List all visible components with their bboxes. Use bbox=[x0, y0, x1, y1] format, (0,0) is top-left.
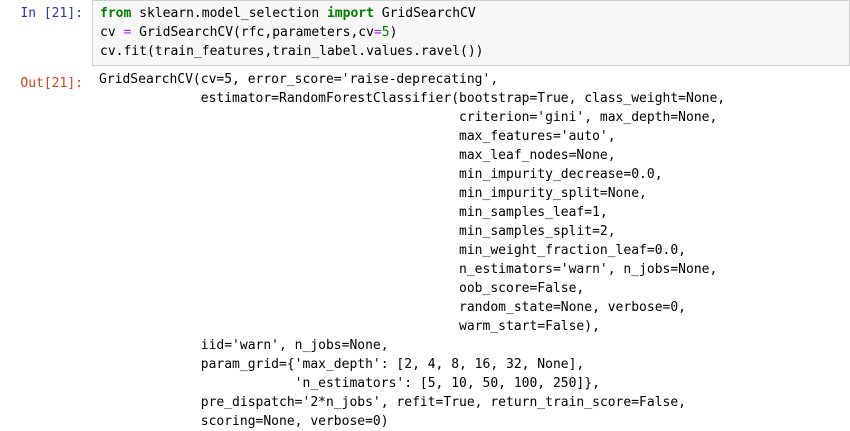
code-editor-area[interactable]: from sklearn.model_selection import Grid… bbox=[92, 0, 850, 66]
code-token: GridSearchCV bbox=[373, 6, 476, 21]
code-token: GridSearchCV(rfc,parameters,cv bbox=[131, 25, 374, 40]
code-token: = bbox=[123, 25, 132, 40]
code-token: = bbox=[373, 25, 382, 40]
input-prompt-label: In [21]: bbox=[20, 6, 83, 21]
output-text-area: GridSearchCV(cv=5, error_score='raise-de… bbox=[92, 66, 850, 431]
code-token: ) bbox=[389, 25, 398, 40]
code-token: cv bbox=[100, 25, 124, 40]
code-token: cv.fit(train_features,train_label.values… bbox=[100, 44, 484, 59]
code-token: sklearn.model_selection bbox=[131, 6, 327, 21]
source-code[interactable]: from sklearn.model_selection import Grid… bbox=[100, 4, 845, 61]
output-prompt-label: Out[21]: bbox=[20, 76, 83, 91]
code-token: from bbox=[100, 6, 132, 21]
code-token: import bbox=[326, 6, 374, 21]
code-cell-input[interactable]: In [21]: from sklearn.model_selection im… bbox=[0, 0, 850, 66]
code-token: 5 bbox=[381, 25, 390, 40]
code-cell-output: Out[21]: GridSearchCV(cv=5, error_score=… bbox=[0, 66, 850, 431]
output-result-text: GridSearchCV(cv=5, error_score='raise-de… bbox=[99, 72, 726, 429]
